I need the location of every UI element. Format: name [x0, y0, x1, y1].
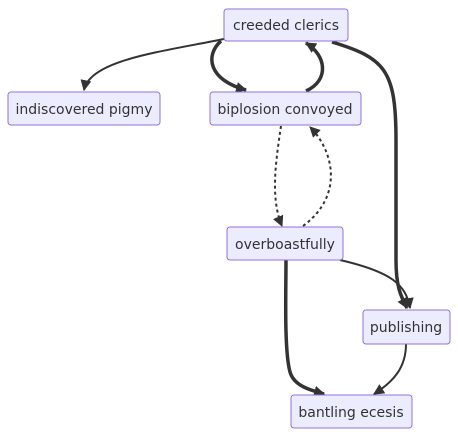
node-label: publishing	[370, 320, 442, 336]
edge-publishing-to-bantling-ecesis	[373, 343, 407, 395]
node-biplosion-convoyed[interactable]: biplosion convoyed	[209, 91, 362, 126]
edge-creeded-clerics-to-indiscovered-pigmy	[80, 38, 225, 92]
edge-biplosion-convoyed-to-overboastfully	[273, 125, 284, 228]
node-overboastfully[interactable]: overboastfully	[226, 226, 344, 261]
node-label: bantling ecesis	[298, 405, 403, 421]
edge-creeded-clerics-to-publishing	[331, 40, 409, 309]
edge-biplosion-convoyed-to-creeded-clerics	[305, 41, 325, 93]
node-label: indiscovered pigmy	[16, 102, 153, 118]
node-publishing[interactable]: publishing	[362, 309, 451, 345]
node-label: creeded clerics	[233, 18, 339, 34]
node-bantling-ecesis[interactable]: bantling ecesis	[290, 394, 413, 429]
node-creeded-clerics[interactable]: creeded clerics	[223, 8, 349, 42]
edge-overboastfully-to-bantling-ecesis	[283, 259, 326, 397]
node-label: biplosion convoyed	[218, 102, 353, 118]
node-label: overboastfully	[235, 237, 335, 253]
node-indiscovered-pigmy[interactable]: indiscovered pigmy	[7, 91, 161, 126]
edges	[80, 38, 414, 397]
nodes: creeded clerics indiscovered pigmy biplo…	[7, 8, 451, 429]
edge-creeded-clerics-to-biplosion-convoyed	[210, 39, 248, 93]
edge-overboastfully-to-publishing	[339, 259, 414, 310]
edge-overboastfully-to-biplosion-convoyed	[302, 126, 332, 227]
